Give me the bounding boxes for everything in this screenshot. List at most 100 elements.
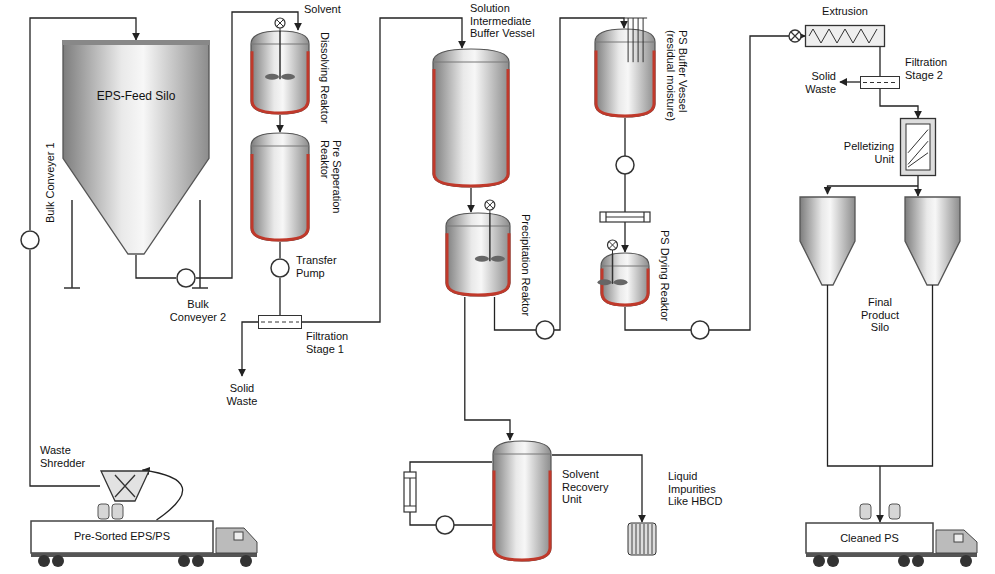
- filter-unit-shape: [860, 76, 900, 89]
- pipe-connector: [136, 255, 176, 278]
- reactor-vessel-shape-part: [486, 202, 493, 209]
- dryer-vessel: PS Drying Reaktor: [600, 252, 650, 307]
- shredder-shape-part: [115, 475, 135, 497]
- filter-unit-shape-part: [261, 322, 299, 323]
- truck-shape-part: [38, 555, 50, 567]
- filter-unit-shape-part: [861, 77, 900, 89]
- pipe-connector: [279, 278, 280, 315]
- pelletizer-shape: [900, 118, 936, 176]
- pump-decor-part: [791, 32, 799, 40]
- reactor-vessel-shape: [250, 132, 310, 242]
- equipment-label: Liquid Impurities Like HBCD: [668, 470, 730, 508]
- filter-unit: Filtration Stage 1: [258, 315, 302, 329]
- reactor-vessel-shape-part: [279, 31, 281, 79]
- equipment-label: Transfer Pump: [296, 254, 352, 279]
- pipe-connector: [279, 242, 280, 258]
- reactor-vessel-shape: [250, 30, 310, 115]
- truck-shape: [805, 522, 980, 568]
- reactor-vessel-shape-part: [485, 200, 495, 210]
- equipment-label: Bulk Conveyer 1: [44, 128, 57, 223]
- truck-shape-part: [936, 530, 977, 553]
- buffer-vessel: Solution Intermediate Buffer Vessel: [432, 48, 510, 188]
- conveyor-pump: Bulk Conveyer 1: [20, 230, 40, 250]
- truck: Pre-Sorted EPS/PS: [30, 520, 260, 568]
- feed-silo-shape-part: [62, 40, 210, 45]
- equipment-label: Dissolving Reaktor: [318, 32, 331, 132]
- filter-unit-shape-part: [259, 316, 302, 329]
- feed-silo-shape-part: [63, 41, 209, 254]
- reactor-vessel-shape-part: [251, 31, 309, 114]
- recovery-vessel-shape-part: [493, 454, 551, 455]
- waste-arrow: [840, 81, 860, 82]
- truck-shape: [30, 520, 260, 568]
- pump-decor-part: [404, 472, 416, 512]
- dryer-vessel-shape-part: [602, 269, 648, 306]
- extruder-shape: [805, 25, 885, 47]
- extruder: Extrusion: [805, 25, 885, 47]
- equipment-label: PS Buffer Vessel (residual moisture): [664, 30, 689, 138]
- reactor-vessel-shape: [445, 212, 511, 297]
- truck-shape-part: [178, 555, 190, 567]
- truck-shape-part: [31, 553, 257, 557]
- dryer-vessel-shape: [600, 252, 650, 307]
- truck: Cleaned PS: [805, 522, 980, 568]
- equipment-label: Precipitation Reaktor: [519, 214, 532, 326]
- buffer-vessel-shape-part: [595, 42, 655, 43]
- recovery-vessel-shape-part: [494, 471, 550, 561]
- truck-shape-part: [898, 555, 910, 567]
- buffer-vessel-shape-part: [433, 62, 509, 63]
- truck-shape-part: [960, 555, 972, 567]
- flow-label: Solid Waste: [790, 70, 836, 95]
- truck-shape-part: [240, 555, 252, 567]
- shredder-shape-part: [101, 471, 149, 501]
- equipment-label: Pre Seperation Reaktor: [318, 140, 343, 240]
- dryer-vessel-shape-part: [601, 253, 649, 306]
- truck-shape-part: [31, 521, 213, 553]
- reactor-vessel: Dissolving Reaktor: [250, 30, 310, 115]
- pump-decor-part: [616, 156, 634, 174]
- reactor-vessel-shape-part: [251, 146, 309, 147]
- dryer-vessel-shape-part: [614, 279, 628, 285]
- pelletizer: Pelletizing Unit: [900, 118, 936, 176]
- feed-silo-shape: [62, 40, 210, 255]
- extruder-shape-part: [809, 29, 877, 43]
- reactor-vessel-shape-part: [252, 154, 308, 240]
- conveyor-pump-shape-part: [21, 231, 39, 249]
- product-silos-shape: [795, 196, 967, 476]
- equipment-label: Solution Intermediate Buffer Vessel: [470, 2, 555, 40]
- buffer-vessel-shape-part: [595, 29, 655, 117]
- reactor-vessel-shape-part: [251, 133, 309, 241]
- equipment-label: Cleaned PS: [805, 532, 934, 545]
- truck-shape-part: [52, 555, 64, 567]
- conveyor-pump: Bulk Conveyer 2: [176, 268, 196, 288]
- reactor-vessel: Precipitation Reaktor: [445, 212, 511, 297]
- recovery-vessel: Solvent Recovery Unit: [492, 440, 552, 562]
- reactor-vessel-shape-part: [446, 213, 510, 296]
- equipment-label: Waste Shredder: [40, 444, 98, 469]
- equipment-label: Pre-Sorted EPS/PS: [30, 530, 214, 543]
- pipe-connector: [470, 188, 471, 212]
- pipe-decor-part: [889, 504, 900, 519]
- dryer-vessel-shape-part: [612, 253, 614, 284]
- pelletizer-shape-part: [901, 119, 936, 176]
- drum-shape-part: [628, 523, 656, 555]
- pipe-connector: [917, 176, 918, 196]
- equipment-label: EPS-Feed Silo: [86, 90, 186, 104]
- equipment-label: Solvent Recovery Unit: [562, 468, 624, 506]
- conveyor-pump-shape: [176, 268, 196, 288]
- pipe-connector: [879, 47, 880, 76]
- pump-decor-part: [404, 478, 416, 506]
- flow-label: Solvent: [304, 3, 354, 16]
- shredder: Waste Shredder: [100, 470, 150, 502]
- waste-arrow: [242, 322, 258, 376]
- truck-shape-part: [954, 534, 963, 542]
- dryer-vessel-shape-part: [609, 242, 616, 249]
- buffer-vessel-shape: [432, 48, 510, 188]
- dryer-vessel-shape-part: [601, 266, 649, 267]
- pipe-connector: [279, 115, 280, 132]
- reactor-vessel-shape-part: [265, 74, 279, 80]
- pelletizer-shape-part: [906, 124, 930, 170]
- pipe-connector: [465, 297, 510, 440]
- buffer-vessel-shape-part: [624, 18, 647, 62]
- equipment-label: Extrusion: [805, 5, 885, 18]
